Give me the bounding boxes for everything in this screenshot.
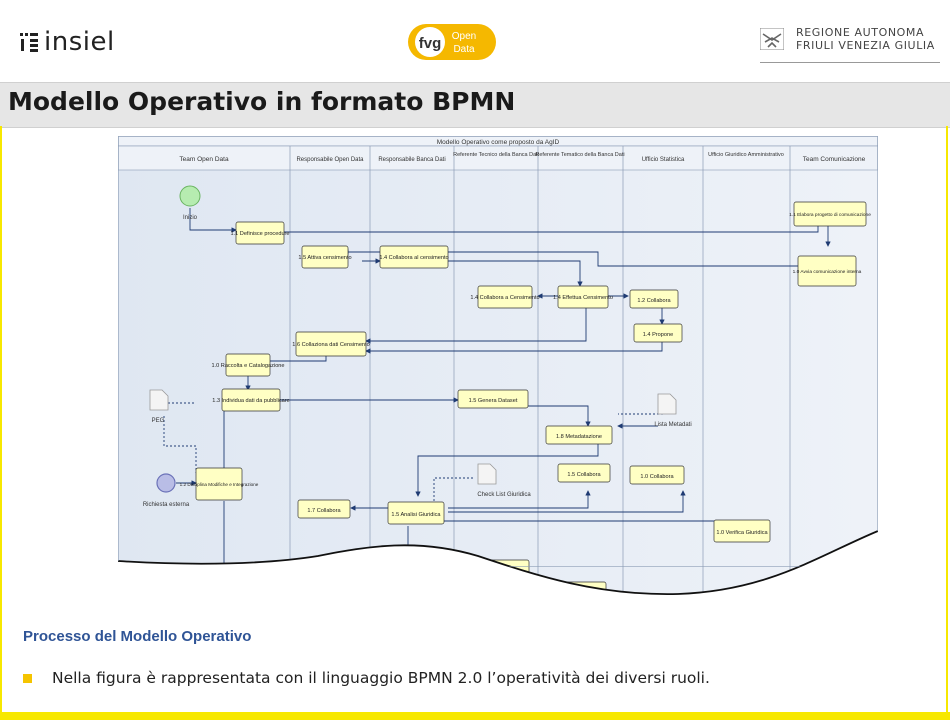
start-event — [179, 185, 201, 207]
bottom-accent-line — [0, 712, 950, 720]
bullet-item: Nella figura è rappresentata con il ling… — [23, 669, 710, 687]
lane-responsabile-open-data: Responsabile Open Data — [296, 157, 364, 163]
task-box — [793, 201, 867, 227]
document-metadata-list-label: Lista Metadati — [654, 422, 691, 428]
document-peg: PEG — [149, 389, 169, 424]
task-box — [195, 467, 243, 501]
task-collaziona-dati: 1.6 Collaziona dati Censimento — [292, 342, 369, 348]
lane-team-open-data: Team Open Data — [179, 156, 229, 163]
slide-title: Modello Operativo in formato BPMN — [8, 87, 516, 116]
task-box — [297, 499, 351, 519]
document-metadata-list: Lista Metadati — [654, 393, 692, 428]
fvg-logo-open: Open — [452, 31, 476, 42]
left-accent-line — [0, 126, 2, 716]
region-eagle-icon — [760, 28, 784, 50]
task-definisce-procedure: 1.1 Definisce procedure — [230, 231, 289, 237]
task-collabora-a-censimento: 1.4 Collabora a Censimento — [470, 295, 539, 301]
task-box — [557, 463, 611, 483]
task-box — [301, 245, 349, 269]
bullet-square-icon — [23, 673, 32, 683]
start-event-label: Inizio — [183, 215, 198, 221]
task-box — [629, 289, 679, 309]
task-collabora-115: 1.1.5 Collabora — [482, 568, 521, 574]
fvg-logo-main: fvg — [419, 35, 442, 52]
right-accent-line — [946, 126, 948, 716]
task-box — [629, 465, 685, 485]
task-box — [235, 221, 285, 245]
region-underline — [760, 62, 940, 63]
insiel-mark-icon — [20, 33, 38, 52]
task-box — [221, 388, 281, 412]
task-collabora-10: 1.0 Collabora — [640, 474, 674, 480]
task-box — [295, 331, 367, 357]
task-avvia-comunicazione: 1.0 Avvia comunicazione interna — [793, 269, 862, 275]
task-box — [557, 285, 609, 309]
external-event — [156, 473, 176, 493]
task-collabora-12: 1.2 Collabora — [637, 298, 671, 304]
task-verifica-giuridica: 1.0 Verifica Giuridica — [716, 530, 768, 536]
external-event-label: Richiesta esterna — [143, 502, 190, 508]
task-collabora-15: 1.5 Collabora — [567, 472, 601, 478]
task-collabora-censimento: 1.4 Collabora al censimento — [379, 255, 448, 261]
title-bar: Modello Operativo in formato BPMN — [0, 82, 950, 128]
insiel-logo-text: insiel — [44, 27, 115, 57]
task-box — [387, 501, 445, 525]
fvg-open-data-logo: fvg Open Data — [408, 24, 496, 60]
fvg-logo-data: Data — [453, 44, 475, 55]
document-peg-label: PEG — [152, 418, 165, 424]
task-collabora-17: 1.7 Collabora — [307, 508, 341, 514]
task-box — [633, 323, 683, 343]
task-collabora-16: 1.6 Collabora — [561, 590, 595, 596]
lane-team-comunicazione: Team Comunicazione — [803, 156, 866, 163]
task-genera-dataset: 1.5 Genera Dataset — [469, 398, 518, 404]
lane-responsabile-banca-dati: Responsabile Banca Dati — [378, 157, 445, 163]
task-box — [225, 353, 271, 377]
region-line-1: REGIONE AUTONOMA — [796, 26, 925, 39]
task-effettua-censimento: 1.4 Effettua Censimento — [553, 295, 613, 301]
document-legal-checklist: Check List Giuridica — [477, 463, 531, 498]
task-box — [545, 425, 613, 445]
task-box — [379, 245, 449, 269]
task-box — [477, 285, 533, 309]
lane-ufficio-giuridico: Ufficio Giuridico Amministrativo — [708, 152, 784, 158]
task-elabora-progetto: 1.1 Elabora progetto di comunicazione — [789, 212, 871, 218]
torn-edge — [118, 530, 878, 596]
lane-ufficio-statistica: Ufficio Statistica — [642, 157, 685, 163]
region-line-2: FRIULI VENEZIA GIULIA — [796, 39, 935, 52]
region-logo: REGIONE AUTONOMA FRIULI VENEZIA GIULIA — [760, 14, 940, 64]
task-attiva-censimento: 1.5 Attiva censimento — [298, 255, 351, 261]
task-box — [713, 519, 771, 543]
task-individua-dati: 1.3 Individua dati da pubblicare — [212, 398, 289, 404]
slide-header: insiel fvg Open Data REGIONE AUTONOMA FR… — [0, 0, 950, 80]
document-legal-checklist-label: Check List Giuridica — [477, 492, 531, 498]
insiel-logo: insiel — [20, 22, 115, 62]
task-box — [457, 389, 529, 409]
bullet-text: Nella figura è rappresentata con il ling… — [52, 669, 710, 687]
lane-referente-tecnico: Referente Tecnico della Banca Dati — [453, 152, 539, 158]
lane-referente-tematico: Referente Tematico della Banca Dati — [535, 152, 624, 158]
task-metadatazione: 1.8 Metadatazione — [556, 434, 602, 440]
pool-title: Modello Operativo come proposto da AgID — [437, 139, 560, 146]
bpmn-diagram: Modello Operativo come proposto da AgID … — [118, 136, 878, 596]
task-raccolta-catalogazione: 1.0 Raccolta e Catalogazione — [211, 363, 284, 369]
task-analisi-giuridica: 1.5 Analisi Giuridica — [391, 512, 441, 518]
task-box — [797, 255, 857, 287]
task-disciplina-modifiche: 1.2 Disciplina Modifiche e Integrazione — [180, 482, 259, 487]
task-propone: 1.4 Propone — [643, 332, 673, 338]
section-subtitle: Processo del Modello Operativo — [23, 628, 252, 645]
